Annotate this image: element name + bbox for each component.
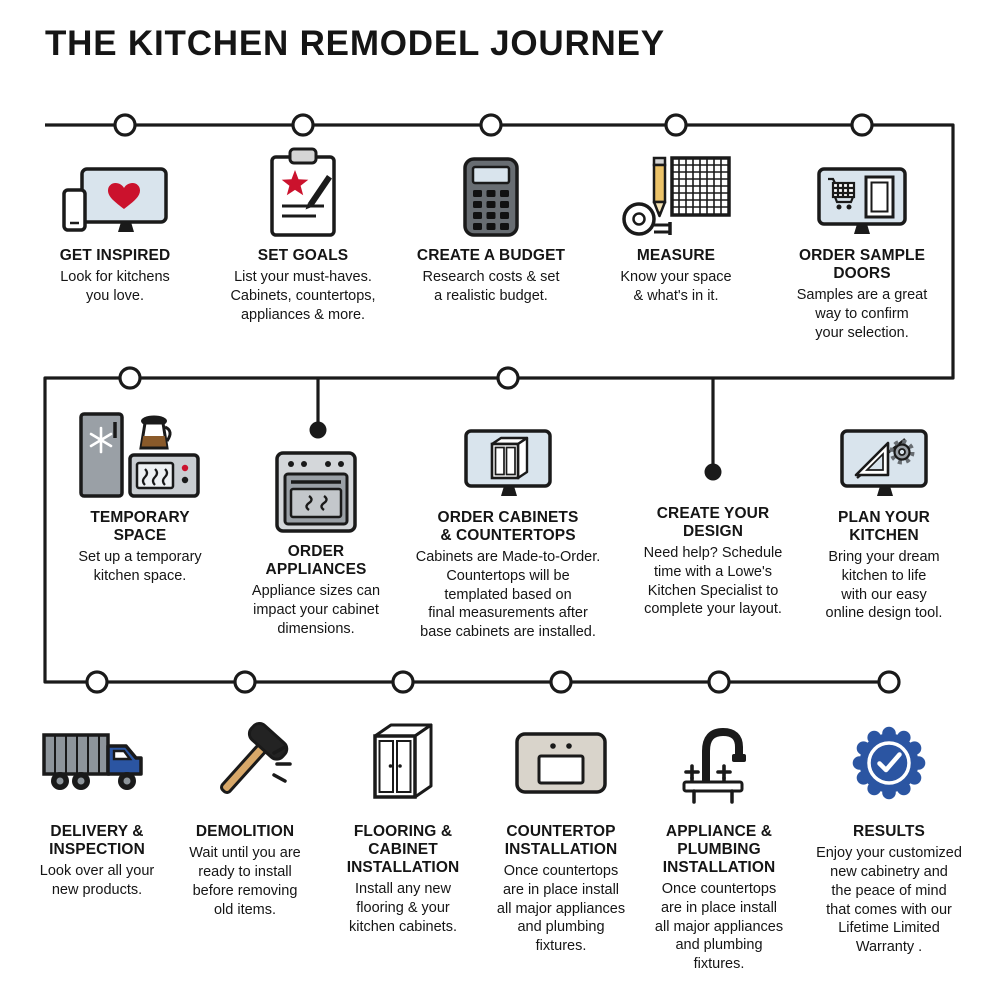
node-set-goals (291, 113, 315, 137)
step-description: Know your space & what's in it. (620, 268, 732, 304)
step-description: Samples are a great way to confirm your … (796, 286, 928, 341)
node-order-cabinets (496, 366, 520, 390)
step-description: Need help? Schedule time with a Lowe's K… (643, 544, 783, 618)
step-title: DEMOLITION (195, 823, 295, 840)
step-title: PLAN YOUR KITCHEN (838, 509, 930, 544)
node-appliance-plumbing (707, 670, 731, 694)
monitor-cabinet-icon (403, 412, 613, 500)
sledgehammer-icon (140, 712, 350, 814)
faucet-icon (614, 712, 824, 814)
step-description: Cabinets are Made-to-Order. Countertops … (415, 548, 601, 641)
step-title: ORDER SAMPLE DOORS (798, 247, 926, 282)
node-order-sample-doors (850, 113, 874, 137)
filled-node-create-your-design (704, 463, 722, 481)
step-description: Set up a temporary kitchen space. (78, 548, 202, 584)
step-order-cabinets-countertops: ORDER CABINETS & COUNTERTOPS Cabinets ar… (403, 412, 613, 642)
step-appliance-plumbing-installation: APPLIANCE & PLUMBING INSTALLATION Once c… (614, 712, 824, 974)
monitor-cart-door-icon (757, 150, 967, 238)
node-flooring-cabinet (391, 670, 415, 694)
cabinet-icon (298, 712, 508, 814)
node-results (877, 670, 901, 694)
step-create-your-design: CREATE YOUR DESIGN Need help? Schedule t… (608, 496, 818, 619)
oven-icon (211, 448, 421, 534)
step-description: List your must-haves. Cabinets, countert… (230, 268, 376, 323)
step-flooring-cabinet-installation: FLOORING & CABINET INSTALLATION Install … (298, 712, 508, 936)
step-plan-your-kitchen: PLAN YOUR KITCHEN Bring your dream kitch… (779, 412, 989, 623)
monitor-ruler-gear-icon (779, 412, 989, 500)
step-title: COUNTERTOP INSTALLATION (504, 823, 618, 858)
fridge-microwave-icon (35, 408, 245, 500)
step-order-sample-doors: ORDER SAMPLE DOORS Samples are a great w… (757, 150, 967, 342)
warranty-badge-icon (784, 712, 994, 814)
clipboard-star-icon (198, 147, 408, 238)
step-title: TEMPORARY SPACE (90, 509, 190, 544)
step-title: FLOORING & CABINET INSTALLATION (346, 823, 460, 876)
delivery-truck-icon (0, 712, 202, 814)
step-title: CREATE A BUDGET (416, 247, 566, 264)
step-measure: MEASURE Know your space & what's in it. (571, 150, 781, 306)
step-description: Bring your dream kitchen to life with ou… (825, 548, 943, 622)
step-title: DELIVERY & INSPECTION (49, 823, 145, 858)
filled-node-order-appliances (309, 421, 327, 439)
step-description: Once countertops are in place install al… (654, 880, 784, 973)
step-description: Wait until you are ready to install befo… (189, 844, 301, 918)
step-description: Research costs & set a realistic budget. (422, 268, 560, 304)
journey-nodes (85, 113, 901, 694)
step-description: Look over all your new products. (39, 862, 155, 898)
step-title: CREATE YOUR DESIGN (656, 505, 770, 540)
step-demolition: DEMOLITION Wait until you are ready to i… (140, 712, 350, 919)
step-description: Look for kitchens you love. (60, 268, 170, 304)
countertop-sink-icon (456, 712, 666, 814)
step-title: SET GOALS (257, 247, 349, 264)
step-get-inspired: GET INSPIRED Look for kitchens you love. (10, 150, 220, 306)
step-temporary-space: TEMPORARY SPACE Set up a temporary kitch… (35, 408, 245, 586)
step-create-a-budget: CREATE A BUDGET Research costs & set a r… (386, 150, 596, 306)
step-description: Once countertops are in place install al… (496, 862, 626, 955)
monitor-heart-icon (10, 150, 220, 238)
step-set-goals: SET GOALS List your must-haves. Cabinets… (198, 147, 408, 325)
calculator-icon (386, 150, 596, 238)
node-get-inspired (113, 113, 137, 137)
node-countertop-install (549, 670, 573, 694)
step-description: Install any new flooring & your kitchen … (348, 880, 457, 935)
step-description: Enjoy your customized new cabinetry and … (816, 844, 962, 956)
node-measure (664, 113, 688, 137)
node-demolition (233, 670, 257, 694)
tape-measure-grid-icon (571, 150, 781, 238)
step-order-appliances: ORDER APPLIANCES Appliance sizes can imp… (211, 448, 421, 638)
step-title: RESULTS (853, 823, 925, 840)
step-countertop-installation: COUNTERTOP INSTALLATION Once countertops… (456, 712, 666, 956)
node-temporary-space (118, 366, 142, 390)
step-delivery-inspection: DELIVERY & INSPECTION Look over all your… (0, 712, 202, 900)
step-description: Appliance sizes can impact your cabinet … (251, 582, 381, 637)
page-title: THE KITCHEN REMODEL JOURNEY (45, 24, 665, 63)
step-title: ORDER CABINETS & COUNTERTOPS (437, 509, 579, 544)
step-title: MEASURE (636, 247, 716, 264)
step-title: APPLIANCE & PLUMBING INSTALLATION (662, 823, 776, 876)
step-results: RESULTS Enjoy your customized new cabine… (784, 712, 994, 957)
step-title: ORDER APPLIANCES (265, 543, 367, 578)
step-title: GET INSPIRED (59, 247, 171, 264)
node-create-a-budget (479, 113, 503, 137)
node-delivery-inspection (85, 670, 109, 694)
